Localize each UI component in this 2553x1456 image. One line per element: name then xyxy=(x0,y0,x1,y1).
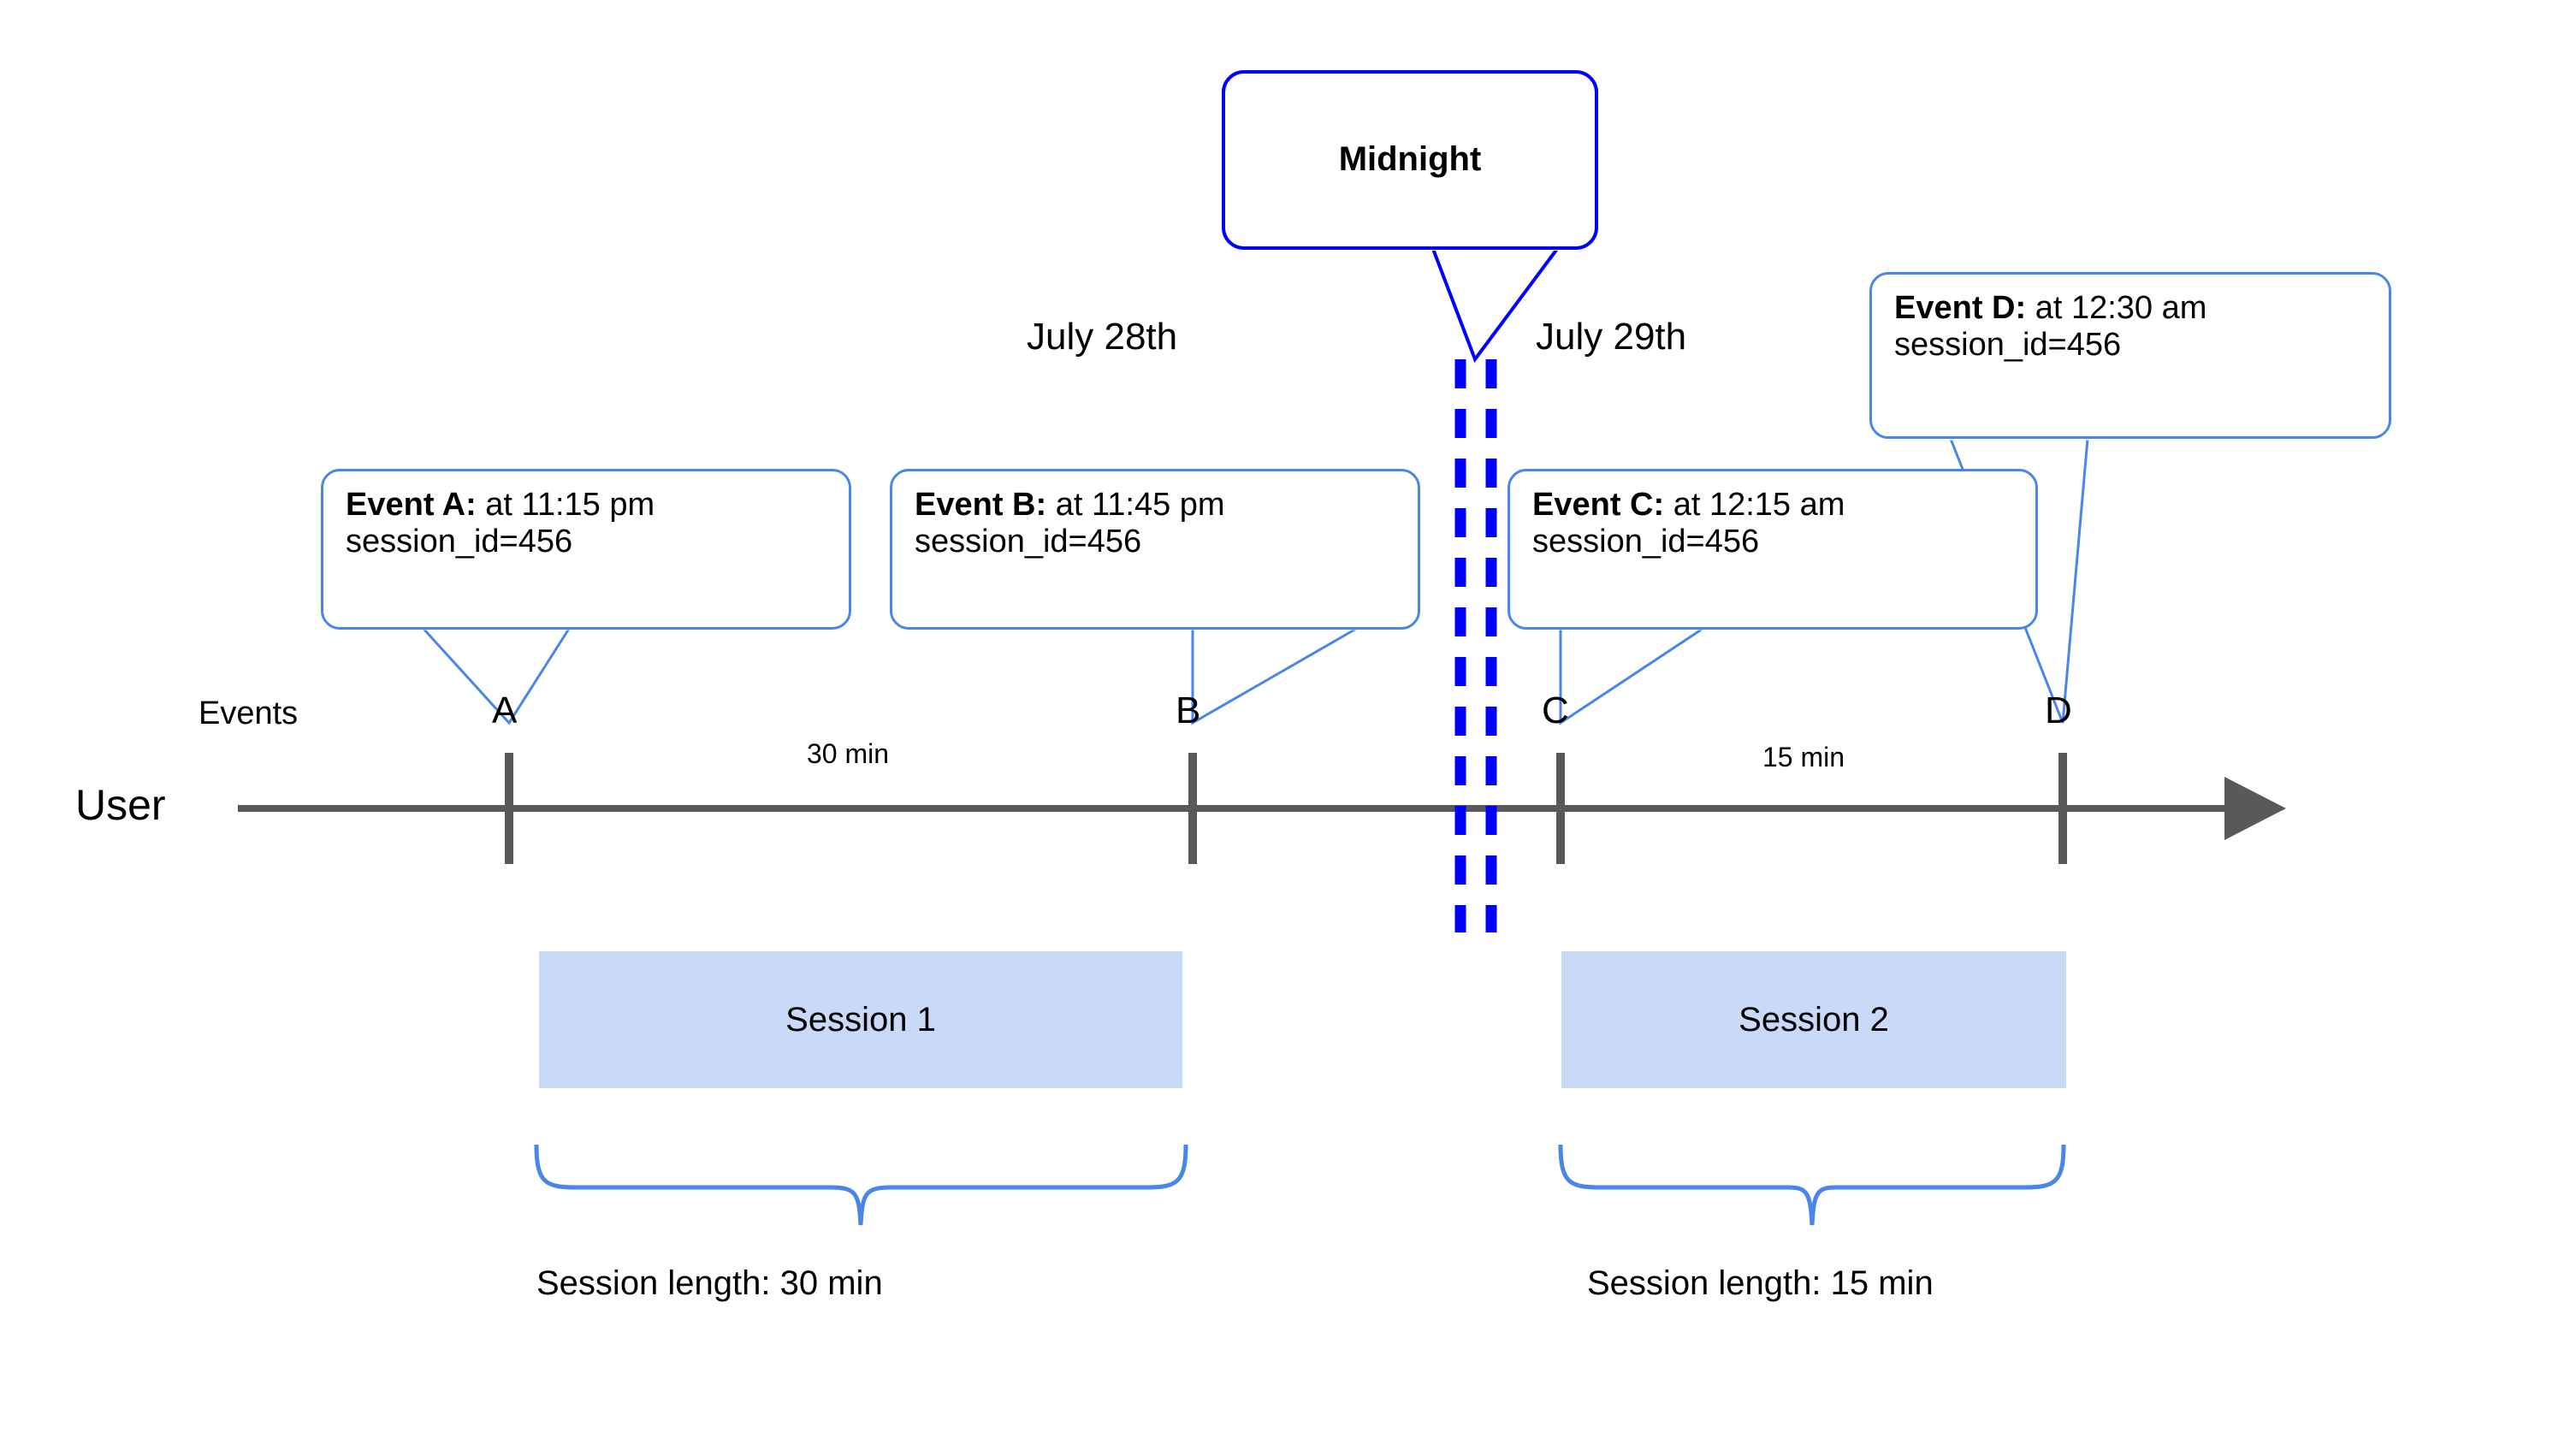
events-row-label: Events xyxy=(198,695,299,731)
duration-label-15min: 15 min xyxy=(1762,742,1845,772)
event-callout-b: Event B: at 11:45 pm session_id=456 xyxy=(890,469,1420,630)
timeline-axis xyxy=(238,777,2286,840)
event-callout-c-line1: Event C: at 12:15 am xyxy=(1532,487,2013,524)
midnight-callout: Midnight xyxy=(1222,70,1598,250)
date-label-july-28: July 28th xyxy=(1027,316,1178,358)
midnight-callout-label: Midnight xyxy=(1338,139,1482,178)
event-callout-d-title: Event D: xyxy=(1894,290,2027,326)
marker-label-b: B xyxy=(1176,690,1201,731)
event-callout-b-time: at 11:45 pm xyxy=(1046,487,1225,523)
event-callout-b-line2: session_id=456 xyxy=(915,524,1142,559)
event-callout-a-line2: session_id=456 xyxy=(346,524,573,559)
event-callout-b-line1: Event B: at 11:45 pm xyxy=(915,487,1395,524)
session-1-length-label: Session length: 30 min xyxy=(536,1264,883,1302)
event-callout-b-title: Event B: xyxy=(915,487,1047,523)
event-callout-a-time: at 11:15 pm xyxy=(476,487,655,523)
duration-label-30min: 30 min xyxy=(807,738,890,769)
session-bar-1: Session 1 xyxy=(539,951,1182,1088)
session-bar-1-label: Session 1 xyxy=(785,1000,936,1039)
event-callout-c-line2: session_id=456 xyxy=(1532,524,1760,559)
marker-label-d: D xyxy=(2045,690,2072,731)
event-callout-d: Event D: at 12:30 am session_id=456 xyxy=(1869,272,2391,439)
session-2-length-label: Session length: 15 min xyxy=(1587,1264,1934,1302)
marker-label-a: A xyxy=(492,690,518,731)
session-2-brace xyxy=(1558,1144,2066,1226)
event-callout-c-title: Event C: xyxy=(1532,487,1665,523)
event-callout-a-title: Event A: xyxy=(346,487,477,523)
callout-tail-c xyxy=(1558,624,1705,725)
arrow-right-icon xyxy=(2224,777,2286,840)
event-callout-d-line1: Event D: at 12:30 am xyxy=(1894,290,2366,327)
event-callout-d-line2: session_id=456 xyxy=(1894,327,2122,363)
marker-label-c: C xyxy=(1542,690,1569,731)
event-callout-c-time: at 12:15 am xyxy=(1664,487,1845,523)
midnight-divider xyxy=(1454,359,1497,932)
event-callout-d-time: at 12:30 am xyxy=(2026,290,2207,326)
session-bar-2: Session 2 xyxy=(1561,951,2066,1088)
date-label-july-29: July 29th xyxy=(1536,316,1687,358)
event-callout-a: Event A: at 11:15 pm session_id=456 xyxy=(321,469,851,630)
session-1-brace xyxy=(534,1144,1188,1226)
event-callout-a-line1: Event A: at 11:15 pm xyxy=(346,487,826,524)
user-row-label: User xyxy=(75,781,166,829)
session-bar-2-label: Session 2 xyxy=(1739,1000,1889,1039)
event-callout-c: Event C: at 12:15 am session_id=456 xyxy=(1508,469,2038,630)
callout-tail-b xyxy=(1190,624,1359,725)
